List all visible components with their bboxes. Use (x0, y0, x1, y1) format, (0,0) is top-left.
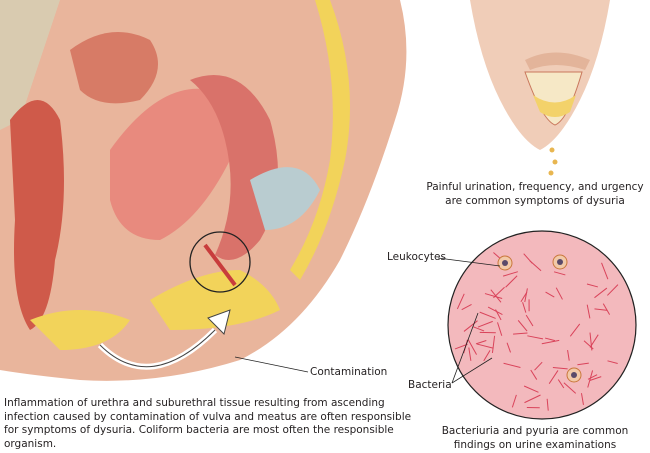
bacterium (476, 343, 494, 349)
bacterium (569, 323, 581, 337)
bacterium (477, 320, 493, 328)
bacterium (475, 340, 487, 345)
lower-abdomen-figure (470, 0, 610, 176)
bacterium (467, 339, 478, 355)
contamination-label: Contamination (310, 366, 388, 378)
bacterium (555, 287, 563, 300)
bacterium (497, 322, 503, 336)
bacterium (454, 343, 468, 350)
bacterium (525, 314, 534, 327)
bacterium (601, 262, 609, 280)
urine-microscopy-field (437, 230, 637, 420)
bacterium (541, 339, 560, 345)
bacterium (524, 288, 528, 303)
bacterium (520, 291, 528, 303)
bacterium (563, 382, 577, 394)
bacterium (513, 332, 528, 335)
bacterium (529, 260, 542, 272)
bacterium (586, 304, 591, 319)
symptoms-caption-line: are common symptoms of dysuria (445, 194, 625, 207)
bacterium (544, 337, 556, 342)
bacterium (534, 361, 543, 371)
bacterium (511, 394, 517, 408)
leukocyte (552, 254, 568, 270)
bacterium (545, 291, 555, 298)
bacterium (567, 349, 570, 361)
bacterium (594, 287, 608, 299)
bacterium (505, 275, 518, 288)
bacterium (607, 360, 618, 365)
bacterium (502, 271, 518, 277)
bacterium (472, 326, 485, 332)
bacterium (589, 376, 602, 381)
symptoms-caption: Painful urination, frequency, and urgenc… (420, 181, 650, 208)
findings-caption-line: Bacteriuria and pyuria are common (441, 425, 629, 437)
bacterium (548, 370, 559, 384)
bacterium (530, 369, 538, 380)
leukocyte (566, 367, 582, 383)
bacterium (524, 394, 541, 404)
bacterium (587, 370, 594, 388)
bacterium (527, 335, 544, 340)
bacterium (456, 293, 465, 310)
symptoms-caption-line: Painful urination, frequency, and urgenc… (426, 181, 644, 193)
main-caption: Inflammation of urethra and suburethral … (4, 397, 412, 450)
bacteria-marks (454, 252, 619, 411)
pelvic-cross-section (0, 0, 407, 381)
bacterium (468, 347, 472, 361)
bacterium (487, 306, 503, 315)
bacterium (483, 350, 491, 362)
bacterium (495, 309, 502, 321)
bacterium (463, 320, 478, 332)
bacterium (586, 283, 599, 288)
bacterium (577, 362, 589, 366)
bacterium (607, 284, 619, 296)
bacterium (517, 320, 528, 332)
bacterium (589, 332, 593, 351)
bacterium (506, 342, 512, 353)
bacterium (484, 293, 503, 299)
bacterium (493, 286, 505, 299)
bacterium (491, 335, 496, 353)
bacterium (553, 271, 566, 276)
bacterium (546, 398, 549, 411)
findings-caption: Bacteriuria and pyuria are common findin… (420, 425, 650, 452)
bacterium (523, 385, 539, 393)
bacterium (587, 374, 598, 380)
bacterium (552, 366, 568, 370)
bacterium (503, 362, 521, 369)
bacterium (602, 303, 611, 315)
bacterium (580, 393, 584, 405)
bacteria-label: Bacteria (408, 379, 452, 391)
findings-caption-line: findings on urine examinations (453, 438, 617, 451)
bacterium (557, 379, 565, 389)
leukocytes-label: Leukocytes (387, 251, 446, 263)
bacterium (479, 311, 496, 319)
bacterium (522, 302, 527, 313)
leukocyte (497, 255, 513, 271)
bacterium (461, 304, 472, 311)
bacterium (594, 308, 608, 311)
